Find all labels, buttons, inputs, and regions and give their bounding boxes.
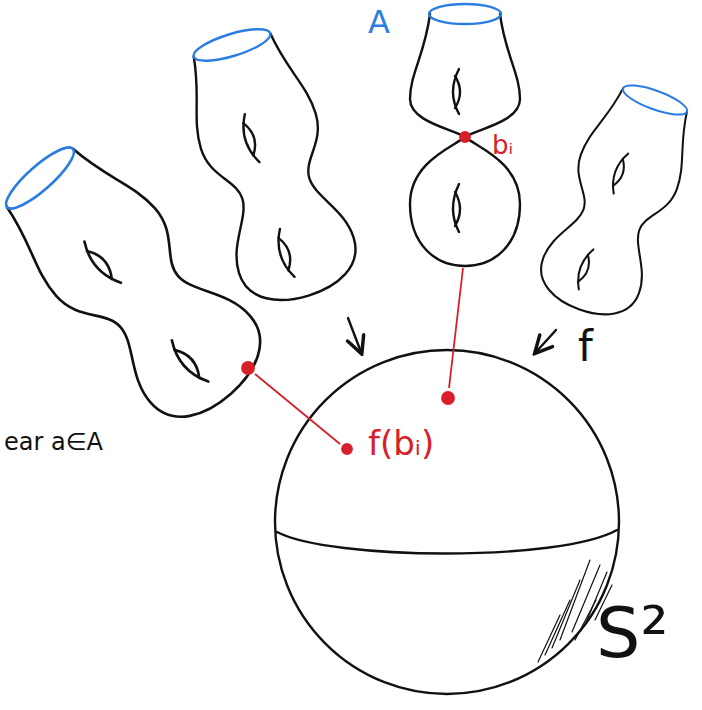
image-point (442, 392, 454, 404)
sphere (275, 350, 619, 694)
surface (410, 4, 520, 266)
space-label: S² (596, 598, 669, 668)
map-arrow (536, 330, 556, 352)
note-label: ear a∈A (4, 430, 103, 454)
map-label: f (578, 326, 593, 368)
surface (0, 125, 280, 437)
image-point (342, 444, 352, 454)
point-label: f(bᵢ) (368, 426, 434, 460)
surface (531, 74, 702, 327)
surface (171, 17, 366, 313)
map-arrow (348, 318, 361, 352)
singular-point (460, 132, 470, 142)
boundary-circle (0, 140, 81, 216)
boundary-circle (620, 80, 690, 121)
set-label: A (368, 6, 390, 38)
point-label: bᵢ (492, 132, 513, 158)
leader-line (255, 374, 340, 444)
boundary-circle (191, 23, 274, 67)
equator (277, 530, 617, 554)
singular-point (242, 362, 254, 374)
leader-line (449, 268, 463, 388)
boundary-circle (429, 4, 501, 24)
